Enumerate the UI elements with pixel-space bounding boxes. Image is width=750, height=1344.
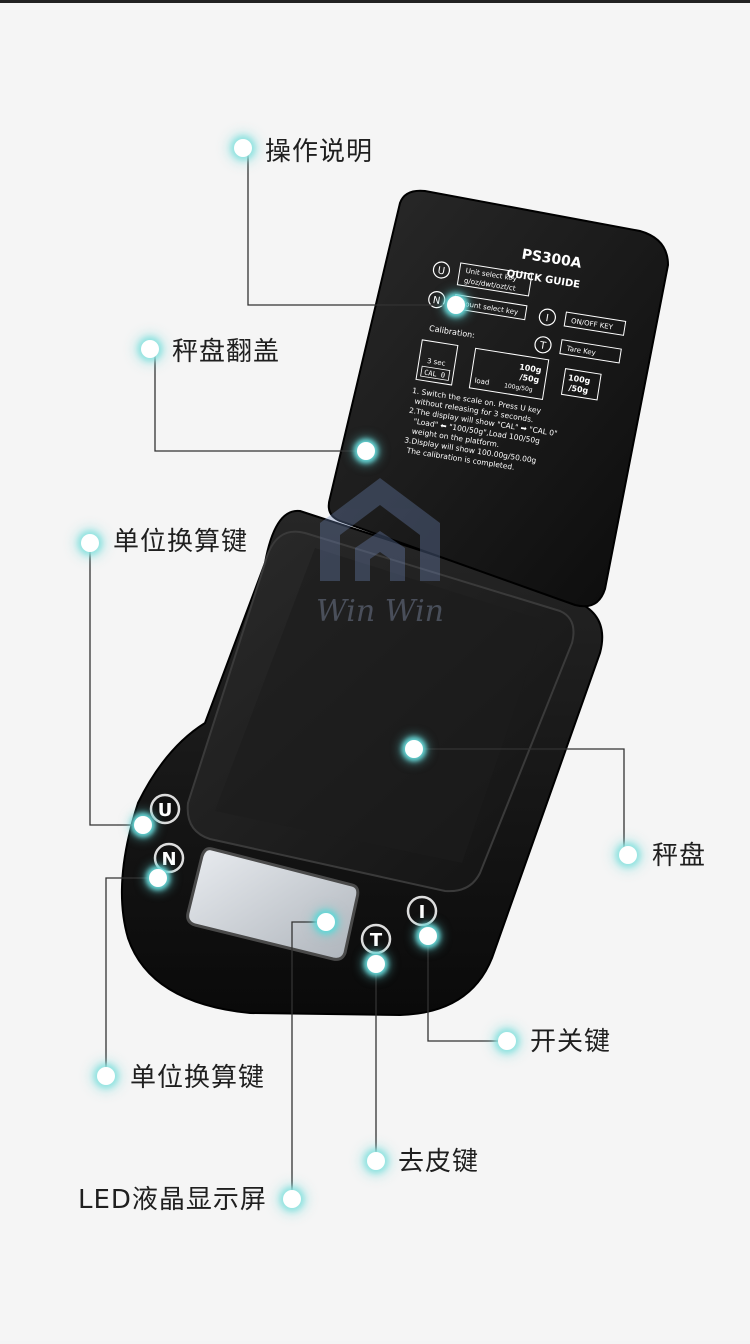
callout-dot-display <box>283 1190 301 1208</box>
scale-illustration: U N T I PS300A QUICK GUIDE U Unit select… <box>89 148 670 1199</box>
svg-text:CAL 0: CAL 0 <box>424 369 446 380</box>
label-unit-key-top: 单位换算键 <box>113 527 249 557</box>
svg-text:100g/50g: 100g/50g <box>504 382 534 393</box>
svg-text:T: T <box>538 340 548 352</box>
label-tare-key: 去皮键 <box>398 1147 480 1177</box>
callout-dot-manual <box>234 139 252 157</box>
callout-dot-unit-key-bottom <box>97 1067 115 1085</box>
callout-dot-platform <box>619 846 637 864</box>
callout-anchor-power-key <box>419 927 437 945</box>
svg-text:100g: 100g <box>567 373 591 385</box>
tare-key[interactable]: T <box>360 923 392 955</box>
svg-text:U: U <box>158 800 173 821</box>
label-lid: 秤盘翻盖 <box>172 337 281 367</box>
svg-text:U: U <box>437 265 446 277</box>
label-display: LED液晶显示屏 <box>78 1185 267 1215</box>
svg-text:I: I <box>419 902 426 923</box>
label-platform: 秤盘 <box>652 841 707 871</box>
leader-lines <box>89 148 625 1199</box>
label-unit-key-bottom: 单位换算键 <box>130 1063 266 1093</box>
callout-anchor-unit-key-top <box>134 816 152 834</box>
svg-text:/50g: /50g <box>519 373 540 385</box>
power-key[interactable]: I <box>406 895 438 927</box>
callout-dot-unit-key-top <box>81 534 99 552</box>
callout-anchor-unit-key-bottom <box>149 869 167 887</box>
svg-text:load: load <box>474 377 490 387</box>
callout-anchor-display <box>317 913 335 931</box>
svg-text:I: I <box>545 313 550 324</box>
callout-dot-power-key <box>498 1032 516 1050</box>
callout-dot-lid <box>141 340 159 358</box>
svg-text:/50g: /50g <box>568 383 589 395</box>
scale-lid <box>327 189 670 608</box>
callout-anchor-lid <box>357 442 375 460</box>
watermark: Win Win <box>316 478 444 629</box>
label-power-key: 开关键 <box>530 1027 612 1057</box>
svg-text:N: N <box>432 295 441 307</box>
callout-anchor-manual <box>447 296 465 314</box>
label-manual: 操作说明 <box>265 137 374 167</box>
svg-text:100g: 100g <box>519 362 543 374</box>
unit-key[interactable]: U <box>149 793 181 825</box>
svg-text:T: T <box>370 930 383 951</box>
svg-text:Win Win: Win Win <box>316 594 444 629</box>
callout-dot-tare-key <box>367 1152 385 1170</box>
svg-text:3 sec: 3 sec <box>426 357 446 368</box>
svg-text:N: N <box>161 849 176 870</box>
callout-anchor-platform <box>405 740 423 758</box>
count-key[interactable]: N <box>153 842 185 874</box>
callout-anchor-tare-key <box>367 955 385 973</box>
lcd-display <box>186 847 360 961</box>
